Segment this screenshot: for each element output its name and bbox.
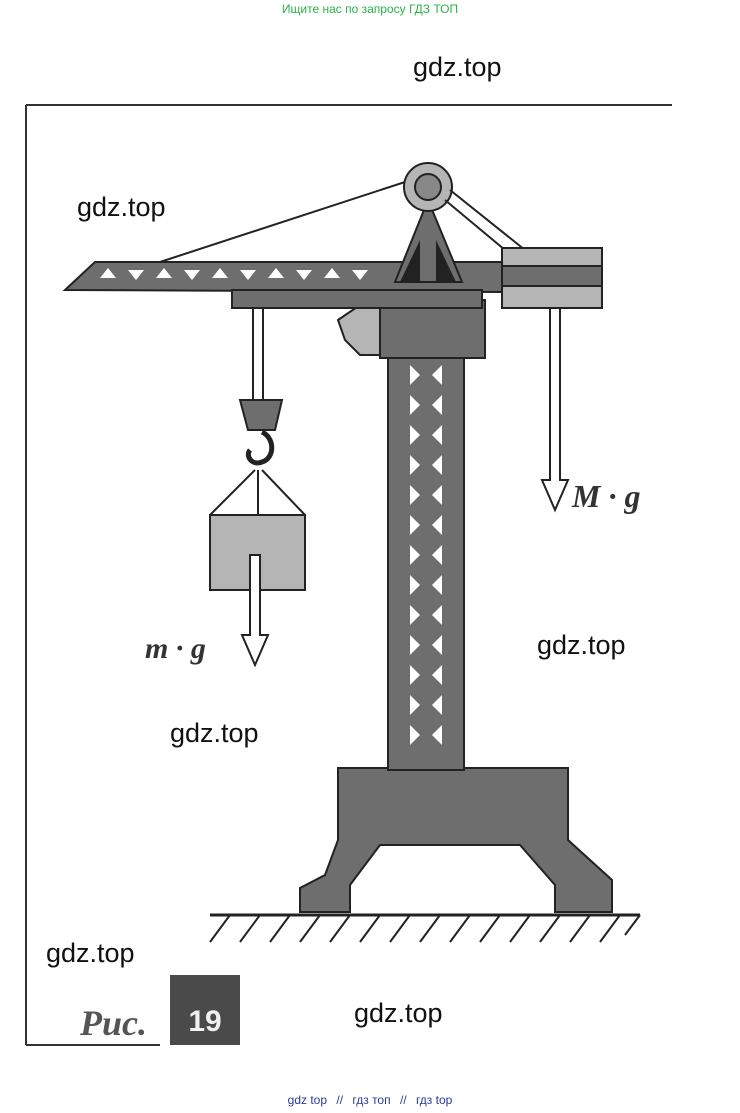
load-box (209, 514, 306, 591)
search-hint-link[interactable]: Ищите нас по запросу ГДЗ ТОП (281, 2, 459, 16)
pulley-hub (414, 173, 442, 201)
counterweight-block-top (501, 247, 603, 267)
sling-right (261, 469, 306, 516)
watermark-4: gdz.top (170, 718, 259, 748)
jib-cable (159, 181, 406, 263)
footer-link-gdz-top[interactable]: gdz top (287, 1093, 328, 1107)
footer-link-gdz-top-mixed[interactable]: гдз top (415, 1093, 453, 1107)
hook-cable (252, 307, 264, 401)
counterweight-block-mid (501, 265, 603, 287)
counterweight-force-label: M · g (572, 478, 641, 514)
crane-turntable (379, 299, 486, 359)
footer-links: gdz top // гдз топ // гдз top (0, 1093, 740, 1107)
crane-tower (387, 354, 465, 771)
figure-caption: Рис. (80, 1003, 147, 1043)
tower-truss-marks (410, 365, 442, 745)
footer-separator-1: // (336, 1093, 344, 1107)
tower-head (393, 197, 464, 283)
watermark-2: gdz.top (77, 192, 166, 222)
footer-link-gdz-top-ru[interactable]: гдз топ (352, 1093, 391, 1107)
ground-hatching (209, 913, 641, 943)
jib-truss-marks (100, 268, 368, 280)
hook-icon (245, 429, 275, 466)
watermark-1: gdz.top (413, 52, 502, 82)
footer-separator-2: // (399, 1093, 407, 1107)
counter-cable-1 (449, 189, 526, 251)
tower-head-dark-right (436, 240, 456, 282)
counter-cable-2 (444, 199, 506, 251)
tower-head-dark (400, 240, 420, 282)
sling-left (209, 469, 256, 516)
counterweight-force-arrow (540, 307, 570, 513)
load-force-arrow (240, 554, 270, 668)
figure-number-badge: 19 (170, 975, 240, 1045)
watermark-5: gdz.top (46, 938, 135, 968)
load-force-label: m · g (145, 632, 206, 665)
counterweight-block-bottom (501, 285, 603, 309)
hook-block (238, 399, 284, 431)
watermark-3: gdz.top (537, 630, 626, 660)
jib-underside (231, 289, 483, 309)
crane-base (299, 767, 613, 913)
watermark-6: gdz.top (354, 998, 443, 1028)
